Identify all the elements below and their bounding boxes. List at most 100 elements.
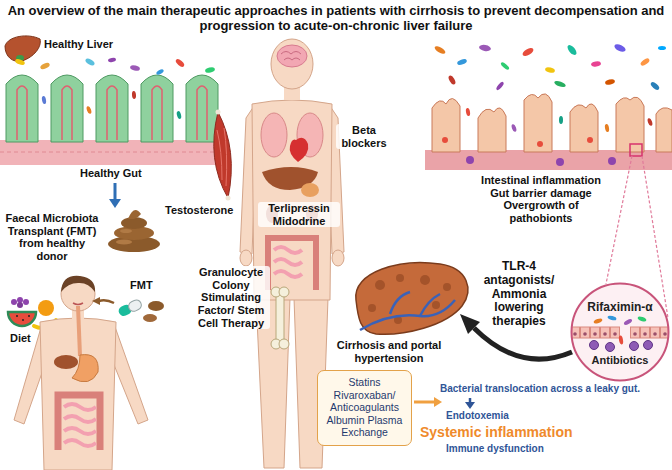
text-label: Granulocyte Colony Stimulating Factor/ S… [192,266,270,329]
gut-wall-detail [573,332,577,336]
stool-icon [108,210,160,252]
capsule-icons [92,297,100,305]
damaged-gut-illustration [556,158,564,166]
body-figure [261,113,287,157]
flow-arrow [414,401,436,404]
healthy-gut-illustration [6,75,38,142]
box-text: Statins Rivaroxaban/ Anticoagulants Albu… [325,376,405,439]
healthy-gut-illustration [51,75,83,142]
fruit-icons [11,299,17,305]
gut-wall-detail [663,332,667,336]
damaged-gut-illustration [647,118,653,127]
capsule-icons [99,300,114,303]
damaged-gut-illustration [465,108,470,117]
damaged-gut-illustration [434,45,447,55]
person-figure [54,355,78,369]
damaged-gut-illustration [604,124,609,133]
damaged-gut-illustration [500,61,510,70]
cirrhotic-liver [375,280,385,290]
healthy-gut-illustration [14,58,25,66]
damaged-gut-illustration [425,150,672,170]
gut-wall-detail [631,327,640,338]
gut-wall-detail [593,332,597,336]
capsule-icons [127,298,143,313]
healthy-gut-illustration [107,86,117,140]
fruit-icons [28,315,30,317]
gut-wall-detail [611,327,620,338]
gut-wall-detail [644,341,653,350]
damaged-gut-illustration [608,157,616,165]
gut-wall-detail [581,327,590,338]
text-label: Healthy Liver [44,38,113,51]
damaged-gut-illustration [566,43,578,56]
gut-wall-detail [653,332,657,336]
healthy-liver-icon [5,36,40,61]
fruit-icons [38,300,54,316]
text-label: Bacterial translocation across a leaky g… [440,383,640,395]
person-figure [14,276,148,470]
healthy-gut-illustration [17,86,27,140]
damaged-gut-illustration [630,144,642,156]
bone-illustration [276,292,284,344]
diagram-title: An overview of the main therapeutic appr… [6,3,666,33]
healthy-gut-illustration [108,57,117,62]
healthy-gut-illustration [132,91,137,99]
gut-wall-detail [590,341,599,350]
text-label: Beta blockers [336,124,392,149]
damaged-gut-illustration [559,116,563,124]
damaged-gut-illustration [511,124,517,133]
person-figure [58,395,100,450]
text-label: Intestinal inflammation Gut barrier dama… [476,174,606,225]
bone-illustration [279,339,289,349]
text-label: Cirrhosis and portal hypertension [330,339,448,364]
person-figure [73,303,83,305]
healthy-gut-illustration [176,111,182,120]
text-label: Systemic inflammation [420,424,573,440]
process-box: Statins Rivaroxaban/ Anticoagulants Albu… [317,370,412,446]
damaged-gut-illustration [524,94,552,152]
cirrhotic-liver [356,263,468,335]
person-figure [78,306,80,356]
fruit-icons [22,319,24,321]
gut-wall-detail [591,327,600,338]
text-label: Testosterone [163,204,235,217]
text-label: TLR-4 antagonists/ Ammonia lowering ther… [476,260,562,329]
gut-wall-detail [593,318,603,325]
node-text: Rifaximin-α [570,301,670,314]
capsule-icons [143,314,157,322]
healthy-gut-illustration [84,57,95,66]
gut-wall-detail [633,332,637,336]
gut-wall-detail [630,342,639,351]
flow-arrow [465,398,475,409]
gut-wall-detail [637,316,647,323]
text-label: Endotoxemia [446,410,509,422]
healthy-gut-illustration [62,86,72,140]
bone-illustration [279,287,289,297]
stool-icon [128,210,141,219]
damaged-gut-illustration [605,78,616,85]
healthy-gut-illustration [156,68,165,75]
stool-icon [120,229,132,233]
capsule-icons [117,298,143,317]
fruit-icons [16,315,18,317]
gut-wall-detail [601,327,610,338]
text-label: Healthy Gut [80,167,142,180]
body-figure [277,45,307,67]
damaged-gut-illustration [466,156,474,164]
gut-wall-detail [607,315,617,321]
healthy-gut-illustration [41,96,46,105]
damaged-gut-illustration [442,137,448,143]
flow-arrow [474,328,572,359]
text-label: Immune dysfunction [446,443,544,455]
damaged-gut-illustration [570,104,598,152]
healthy-liver-icon [5,36,40,61]
gut-wall-detail [603,332,607,336]
gut-wall-detail [643,332,647,336]
cirrhotic-liver [420,275,430,285]
circle-node: Rifaximin-αAntibiotics [570,282,670,382]
healthy-gut-illustration [141,75,173,142]
stool-icon [116,240,132,245]
flow-arrow [114,183,117,200]
damaged-gut-illustration [495,81,504,91]
healthy-gut-illustration [175,58,186,68]
